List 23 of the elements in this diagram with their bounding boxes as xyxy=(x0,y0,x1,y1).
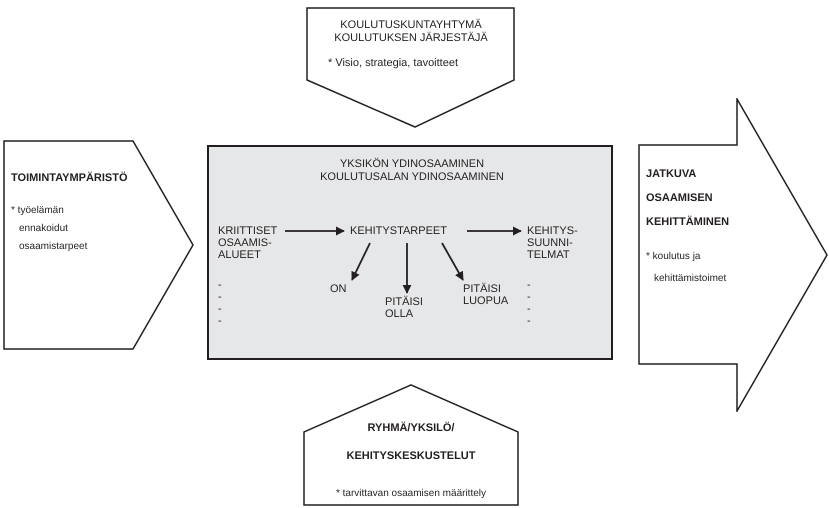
item-text: KEHITYSTARPEET xyxy=(350,225,448,237)
arrow xyxy=(351,242,371,281)
bullet-text: * koulutus ja kehittämistoimet xyxy=(646,250,728,286)
heading-text: YKSIKÖN YDINOSAAMINEN KOULUTUSALAN YDINOSAAMINEN xyxy=(319,158,505,184)
arrow xyxy=(285,226,345,236)
bullet-text: * tarvittavan osaamisen määrittely xyxy=(334,487,488,501)
item-text: PITÄISI OLLA xyxy=(385,296,424,320)
dash-list: - - - - xyxy=(527,279,534,327)
heading-text: TOIMINTAYMPÄRISTÖ xyxy=(11,170,128,186)
item-text: KEHITYS- SUUNNI- TELMAT xyxy=(527,225,579,261)
item-text: ON xyxy=(330,283,348,295)
process-box xyxy=(207,145,613,360)
heading-text: RYHMÄ/YKSILÖ/ KEHITYSKESKUSTELUT xyxy=(346,420,476,464)
item-text: KRIITTISET OSAAMIS- ALUEET xyxy=(218,225,278,261)
bullet-text: * Visio, strategia, tavoitteet xyxy=(328,56,458,71)
arrow xyxy=(467,226,522,236)
heading-text: KOULUTUSKUNTAYHTYMÄ KOULUTUKSEN JÄRJESTÄJÄ xyxy=(333,19,489,45)
item-text: PITÄISI LUOPUA xyxy=(463,283,510,307)
dash-list: - - - - xyxy=(218,279,224,327)
arrow xyxy=(402,243,412,294)
bullet-text: * työelämän ennakoidut osaamistarpeet xyxy=(11,204,88,254)
heading-text: JATKUVA OSAAMISEN KEHITTÄMINEN xyxy=(646,167,730,230)
arrow xyxy=(441,242,464,281)
